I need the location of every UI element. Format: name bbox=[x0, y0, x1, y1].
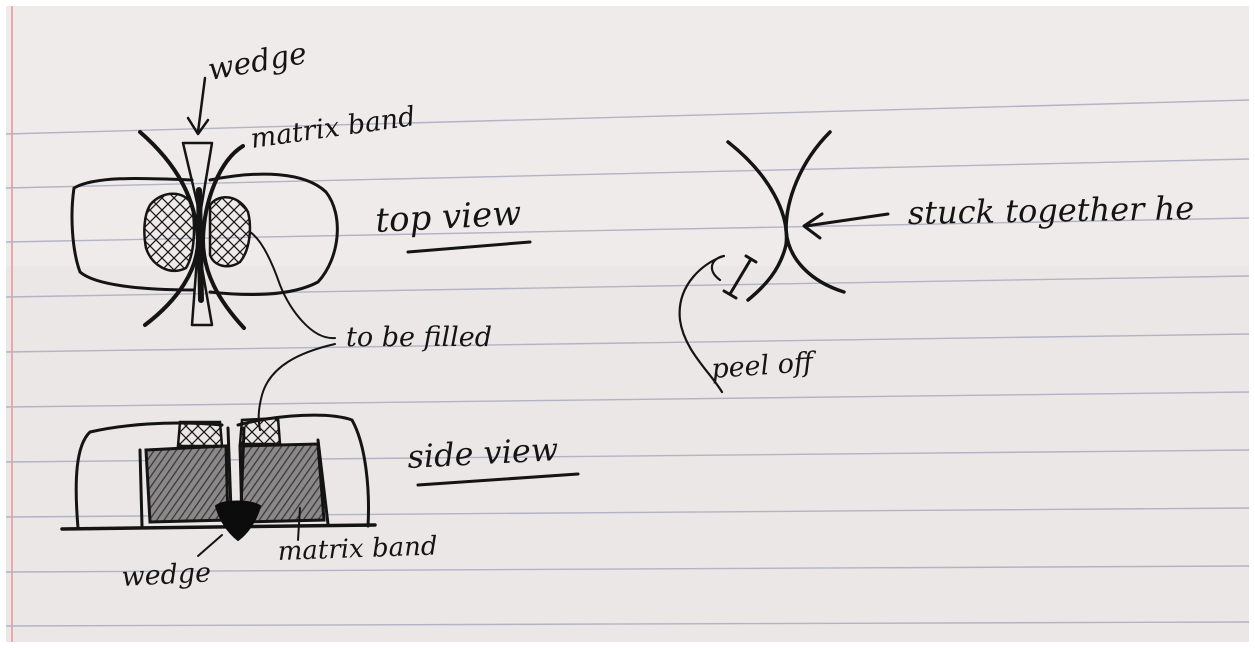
label-to-be-filled: to be filled bbox=[346, 322, 492, 353]
left-cavity bbox=[144, 194, 194, 271]
contact-point bbox=[199, 190, 201, 300]
side-right-cavity-top bbox=[240, 418, 280, 444]
label-side-view: side view bbox=[406, 430, 559, 476]
right-cavity bbox=[210, 197, 250, 266]
side-filling-left bbox=[146, 446, 228, 522]
label-wedge-bottom: wedge bbox=[121, 557, 212, 593]
label-matrix-band-bottom: matrix band bbox=[277, 531, 438, 567]
label-top-view: top view bbox=[374, 193, 522, 241]
side-left-cavity-top bbox=[178, 422, 222, 446]
label-stuck-together: stuck together he bbox=[907, 189, 1194, 232]
